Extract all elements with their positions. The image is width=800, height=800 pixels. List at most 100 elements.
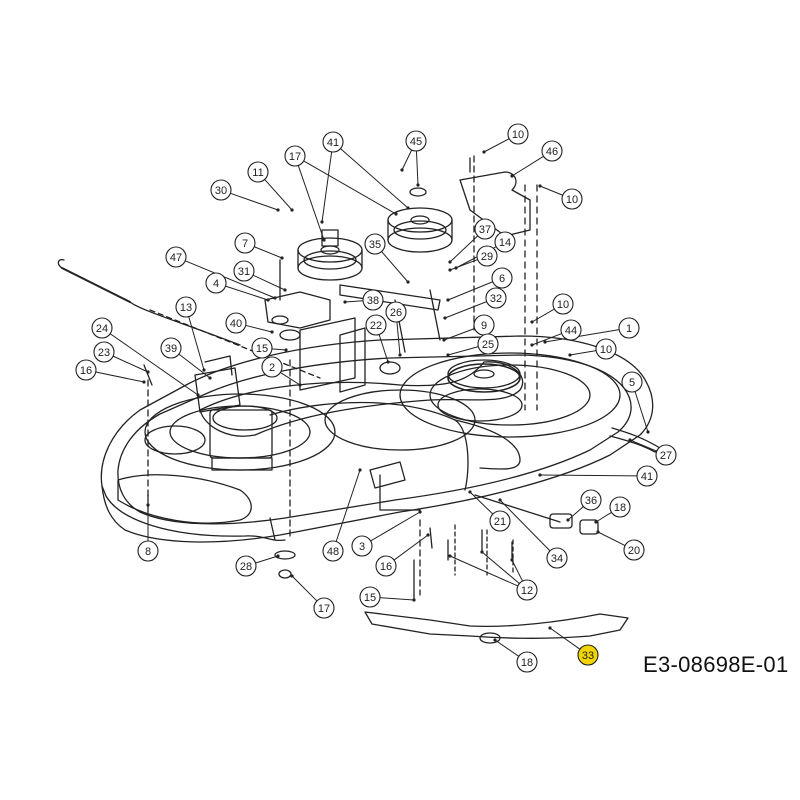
- callout-circle: [618, 317, 640, 339]
- callout-13[interactable]: 13: [175, 296, 197, 318]
- callout-circle: [205, 272, 227, 294]
- callout-leader: [109, 333, 199, 396]
- callout-number: 3: [359, 541, 365, 553]
- callout-8[interactable]: 8: [137, 540, 159, 562]
- callout-32[interactable]: 32: [485, 287, 507, 309]
- callout-41[interactable]: 41: [636, 465, 658, 487]
- callout-48[interactable]: 48: [322, 540, 344, 562]
- callout-number: 7: [242, 238, 248, 250]
- callout-35[interactable]: 35: [364, 233, 386, 255]
- callout-15[interactable]: 15: [359, 586, 381, 608]
- callout-38[interactable]: 38: [362, 289, 384, 311]
- callout-4[interactable]: 4: [205, 272, 227, 294]
- callout-leader: [597, 531, 626, 546]
- callout-39[interactable]: 39: [160, 337, 182, 359]
- callout-47[interactable]: 47: [165, 246, 187, 268]
- callout-leader: [444, 301, 487, 319]
- callout-36[interactable]: 36: [580, 489, 602, 511]
- callout-20[interactable]: 20: [623, 539, 645, 561]
- callout-17[interactable]: 17: [284, 145, 306, 167]
- callout-circle: [561, 188, 583, 210]
- callout-16[interactable]: 16: [375, 555, 397, 577]
- callout-leader: [544, 329, 620, 343]
- leader-arrowhead: [412, 598, 416, 602]
- callout-25[interactable]: 25: [477, 333, 499, 355]
- callout-14[interactable]: 14: [494, 231, 516, 253]
- callout-17[interactable]: 17: [313, 597, 335, 619]
- callout-28[interactable]: 28: [235, 555, 257, 577]
- leader-arrowhead: [406, 280, 410, 284]
- callout-leader: [230, 192, 279, 211]
- callout-10[interactable]: 10: [507, 123, 529, 145]
- callout-44[interactable]: 44: [560, 319, 582, 341]
- callout-7[interactable]: 7: [234, 232, 256, 254]
- callout-46[interactable]: 46: [541, 140, 563, 162]
- callout-number: 27: [660, 450, 672, 462]
- callout-26[interactable]: 26: [385, 301, 407, 323]
- callout-leader: [549, 627, 581, 650]
- callout-18[interactable]: 18: [609, 496, 631, 518]
- callout-21[interactable]: 21: [489, 510, 511, 532]
- callout-circle: [225, 312, 247, 334]
- callout-2[interactable]: 2: [261, 356, 283, 378]
- callout-34[interactable]: 34: [546, 547, 568, 569]
- callout-29[interactable]: 29: [476, 245, 498, 267]
- callout-12[interactable]: 12: [516, 579, 538, 601]
- callout-circle: [476, 245, 498, 267]
- callout-37[interactable]: 37: [474, 218, 496, 240]
- callout-number: 17: [289, 151, 301, 163]
- callout-leader: [112, 355, 149, 373]
- callout-leader: [567, 506, 584, 521]
- callout-number: 1: [626, 323, 632, 335]
- callout-6[interactable]: 6: [491, 267, 513, 289]
- callout-number: 29: [481, 251, 493, 263]
- callout-number: 47: [170, 252, 182, 264]
- callout-22[interactable]: 22: [365, 314, 387, 336]
- callout-3[interactable]: 3: [351, 535, 373, 557]
- leader-arrowhead: [386, 360, 390, 364]
- callout-23[interactable]: 23: [93, 341, 115, 363]
- callout-number: 36: [585, 495, 597, 507]
- callout-27[interactable]: 27: [655, 444, 677, 466]
- callout-number: 34: [551, 553, 563, 565]
- callout-leader: [225, 285, 269, 301]
- callout-circle: [251, 337, 273, 359]
- callout-18[interactable]: 18: [516, 651, 538, 673]
- callout-leader: [344, 300, 364, 303]
- callout-31[interactable]: 31: [233, 260, 255, 282]
- callout-circle: [621, 371, 643, 393]
- callout-9[interactable]: 9: [473, 314, 495, 336]
- callout-33[interactable]: 33: [577, 644, 599, 666]
- callout-number: 18: [521, 657, 533, 669]
- callout-number: 10: [600, 344, 612, 356]
- callout-circle: [507, 123, 529, 145]
- leader-arrowhead: [276, 554, 280, 558]
- callout-number: 45: [410, 136, 422, 148]
- callout-10[interactable]: 10: [561, 188, 583, 210]
- callout-leader: [370, 511, 421, 542]
- callout-41[interactable]: 41: [322, 131, 344, 153]
- callout-number: 10: [566, 194, 578, 206]
- callout-5[interactable]: 5: [621, 371, 643, 393]
- callout-24[interactable]: 24: [91, 317, 113, 339]
- callout-number: 24: [96, 323, 108, 335]
- callout-1[interactable]: 1: [618, 317, 640, 339]
- callout-15[interactable]: 15: [251, 337, 273, 359]
- callout-leader: [335, 469, 361, 542]
- callout-leader: [569, 350, 597, 356]
- callout-10[interactable]: 10: [552, 293, 574, 315]
- callout-30[interactable]: 30: [210, 179, 232, 201]
- callout-16[interactable]: 16: [75, 359, 97, 381]
- callout-leader: [321, 151, 333, 223]
- callout-40[interactable]: 40: [225, 312, 247, 334]
- callout-leader: [469, 491, 494, 515]
- callout-leader: [629, 439, 657, 452]
- callout-number: 8: [145, 546, 151, 558]
- leader-arrowhead: [146, 370, 150, 374]
- callout-45[interactable]: 45: [405, 130, 427, 152]
- callout-leader: [396, 321, 401, 356]
- callout-number: 15: [364, 592, 376, 604]
- deck-shell: [100, 335, 654, 543]
- callout-11[interactable]: 11: [247, 161, 269, 183]
- callout-10[interactable]: 10: [595, 338, 617, 360]
